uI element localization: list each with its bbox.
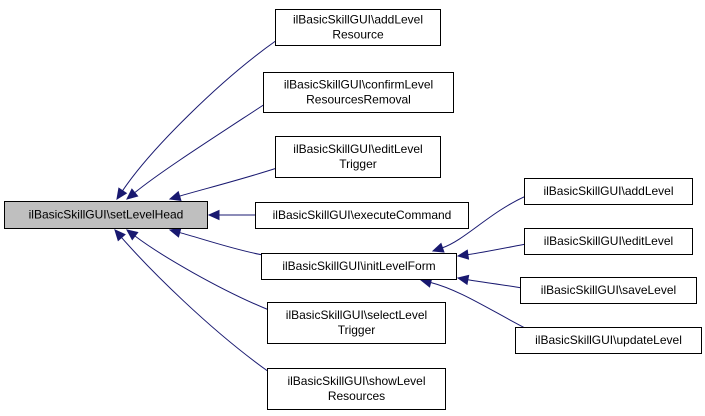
node-box[interactable] [4,201,208,229]
node-box[interactable] [520,277,697,304]
node-label: ilBasicSkillGUI\initLevelForm [282,259,435,273]
node-label: ilBasicSkillGUI\addLevel [543,184,673,198]
node-addLevel[interactable]: ilBasicSkillGUI\addLevel [524,178,693,205]
node-label: ilBasicSkillGUI\confirmLevel [284,78,433,92]
nodes-layer: ilBasicSkillGUI\setLevelHead ilBasicSkill… [4,9,702,410]
node-label: Resource [332,28,384,42]
edge-editLevelTrigger-to-setLevelHead [179,167,278,197]
arrowhead-icon [168,190,182,202]
edge-selectLevelTrigger-to-setLevelHead [134,235,270,311]
edges-layer [114,39,528,373]
edge-updateLevel-to-initLevelForm [430,281,528,330]
node-initLevelForm[interactable]: ilBasicSkillGUI\initLevelForm [261,253,457,280]
node-box[interactable] [524,228,693,255]
node-editLevel[interactable]: ilBasicSkillGUI\editLevel [524,228,693,255]
node-box[interactable] [267,368,446,410]
arrowhead-icon [126,229,139,241]
node-label: ilBasicSkillGUI\executeCommand [273,208,452,222]
node-setLevelHead[interactable]: ilBasicSkillGUI\setLevelHead [4,201,208,229]
node-label: ilBasicSkillGUI\selectLevel [286,308,427,322]
node-label: ilBasicSkillGUI\addLevel [293,13,423,27]
edge-saveLevel-to-initLevelForm [467,279,523,289]
node-label: Resources [328,389,385,403]
node-box[interactable] [267,302,446,344]
node-label: ilBasicSkillGUI\setLevelHead [29,208,184,222]
node-box[interactable] [255,202,469,229]
node-updateLevel[interactable]: ilBasicSkillGUI\updateLevel [515,327,702,354]
node-label: ilBasicSkillGUI\editLevel [544,234,673,248]
node-box[interactable] [515,327,702,354]
arrowhead-icon [207,209,220,221]
edge-initLevelForm-to-setLevelHead [179,232,264,256]
node-label: ResourcesRemoval [306,93,411,107]
node-box[interactable] [524,178,693,205]
node-executeCommand[interactable]: ilBasicSkillGUI\executeCommand [255,202,469,229]
node-label: ilBasicSkillGUI\saveLevel [541,283,676,297]
edge-addLevelResource-to-setLevelHead [122,39,278,191]
edge-confirmLevelResourcesRemoval-to-setLevelHead [134,103,266,194]
arrowhead-icon [114,229,126,242]
node-box[interactable] [261,253,457,280]
arrowhead-icon [116,187,128,201]
node-box[interactable] [275,9,441,46]
node-label: ilBasicSkillGUI\showLevel [287,374,425,388]
arrowhead-icon [168,227,182,238]
node-label: Trigger [338,323,376,337]
edge-editLevel-to-initLevelForm [467,243,527,256]
node-confirmLevelResourcesRemoval[interactable]: ilBasicSkillGUI\confirmLevelResourcesRem… [263,72,454,113]
arrowhead-icon [126,188,139,200]
arrowhead-icon [456,249,470,260]
node-label: Trigger [339,157,377,171]
node-box[interactable] [263,72,454,113]
node-box[interactable] [275,136,441,178]
node-label: ilBasicSkillGUI\updateLevel [535,333,682,347]
node-saveLevel[interactable]: ilBasicSkillGUI\saveLevel [520,277,697,304]
edge-showLevelResources-to-setLevelHead [121,237,270,373]
node-label: ilBasicSkillGUI\editLevel [293,142,422,156]
arrowhead-icon [431,242,445,253]
arrowhead-icon [456,274,470,286]
edge-addLevel-to-initLevelForm [442,195,527,249]
